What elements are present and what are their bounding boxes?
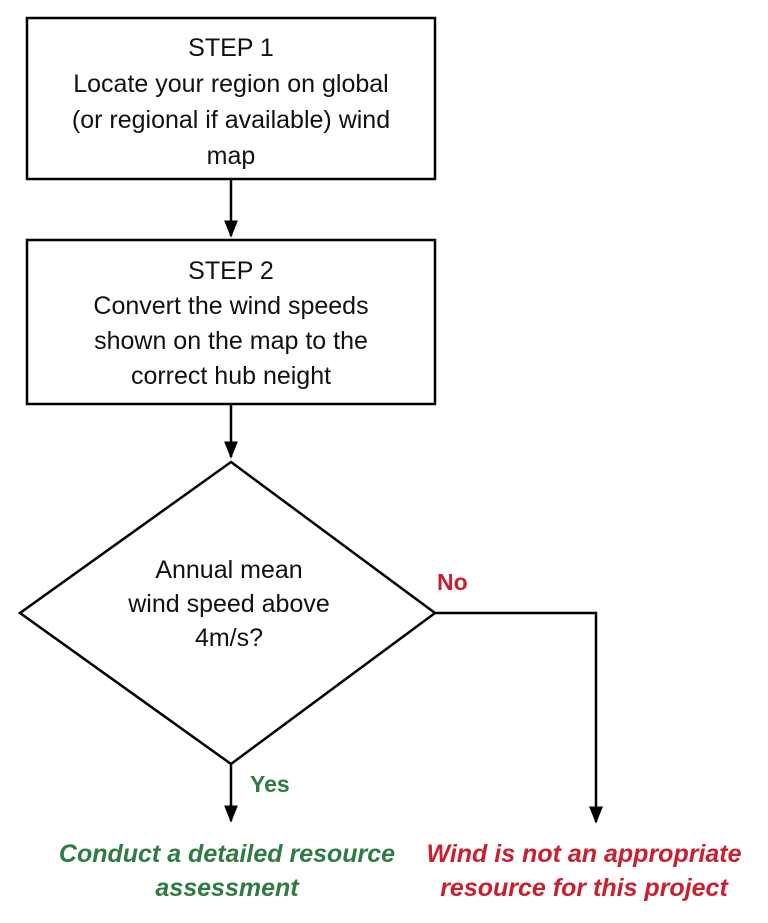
step2-line-3: correct hub neight xyxy=(131,362,331,390)
step1-line-1: Locate your region on global xyxy=(73,70,389,98)
step1-line-2: (or regional if available) wind xyxy=(72,106,390,134)
decision-line-1: Annual mean xyxy=(155,556,302,584)
no-label: No xyxy=(437,569,468,595)
outcome-no-line-2: resource for this project xyxy=(440,874,729,902)
step2-line-1: Convert the wind speeds xyxy=(93,292,368,320)
outcome-yes-line-1: Conduct a detailed resource xyxy=(59,840,395,868)
step1-box xyxy=(25,16,437,181)
step2-box xyxy=(25,238,437,406)
outcome-no-line-1: Wind is not an appropriate xyxy=(426,840,741,868)
step2-line-2: shown on the map to the xyxy=(94,327,368,355)
arrow-no-branch xyxy=(435,611,603,824)
outcome-yes-line-2: assessment xyxy=(155,874,300,902)
step1-heading: STEP 1 xyxy=(188,34,274,62)
decision-line-3: 4m/s? xyxy=(195,624,263,652)
step1-line-3: map xyxy=(207,142,256,170)
step2-heading: STEP 2 xyxy=(188,257,274,285)
decision-line-2: wind speed above xyxy=(127,590,330,618)
yes-label: Yes xyxy=(250,771,290,797)
